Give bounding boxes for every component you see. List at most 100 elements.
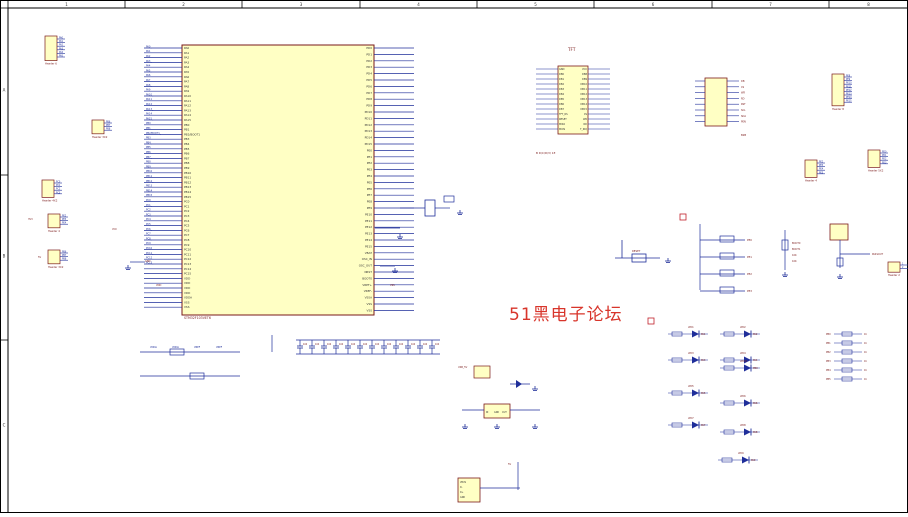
- header-net-label: 2: [902, 266, 904, 269]
- tft-pin-label: DB15: [580, 108, 587, 111]
- mcu-right-pin-label: VBAT: [365, 251, 373, 255]
- tft-pin-label: T_IRQ: [580, 128, 587, 131]
- mcu-left-pin-label: VSS: [184, 305, 190, 309]
- zone-column-label: 2: [182, 2, 185, 7]
- lcd-port-label: RST: [741, 103, 746, 106]
- crystal: [424, 199, 436, 217]
- mcu-right-pin-label: BOOT0: [362, 276, 372, 280]
- net-label: PC6_: [146, 228, 153, 231]
- net-label: PC4_: [146, 218, 153, 221]
- header-net-label: PE3: [819, 164, 824, 167]
- mcu-left-pin-label: PC3: [184, 214, 190, 218]
- resistor-value: 1K: [864, 351, 867, 354]
- mcu-right-pin-label: PE2: [367, 161, 372, 165]
- header-net-label: PC0: [56, 181, 61, 184]
- boot-label: BOOT0: [792, 242, 801, 245]
- resistor-value: 1K: [864, 360, 867, 363]
- tft-pin-label: DB3: [559, 88, 564, 91]
- resistor-net: PB0: [826, 333, 831, 336]
- mcu-left-pin-label: PB6: [184, 152, 190, 156]
- mcu-right-pin-label: PD10: [365, 110, 373, 114]
- led-ref: LED9: [738, 452, 744, 455]
- button-net: PE2: [747, 272, 752, 276]
- header-net-label: PD0: [882, 151, 887, 154]
- cap-value: 104: [423, 343, 428, 346]
- net-label: PA14_: [146, 113, 154, 116]
- mcu-right-pin-label: OSC_IN: [362, 257, 372, 261]
- tft-note: B D/C(D/3) 1E: [536, 151, 556, 155]
- header-label: Header 3X2: [92, 135, 108, 139]
- mcu-left-pin-label: PA10: [184, 94, 191, 98]
- filter-label: VREF: [216, 346, 223, 349]
- net-label: PC13_: [146, 261, 154, 264]
- lcd-port-label: SCL: [741, 109, 746, 112]
- button-net: PE1: [747, 255, 752, 259]
- mcu-left-pin-label: PC4: [184, 219, 190, 223]
- misc-net-label: VCC: [112, 228, 117, 231]
- mcu-left-pin-label: PB13: [184, 185, 191, 189]
- cap-value: 104: [315, 343, 320, 346]
- tft-pin-label: DB8: [582, 73, 587, 76]
- zone-column-label: 3: [300, 2, 303, 7]
- mcu-left-pin-label: PA3: [184, 60, 189, 64]
- isp-pin: GND: [460, 496, 465, 499]
- mcu-right-pin-label: PD13: [365, 129, 373, 133]
- net-label: PC7_: [146, 233, 153, 236]
- mcu-left-pin-label: VSS: [184, 300, 190, 304]
- isp-pin: VBUS: [460, 481, 467, 484]
- net-label: PB11_: [146, 175, 154, 178]
- header-label: Header 4: [805, 178, 817, 182]
- resistor-value: 1K: [864, 342, 867, 345]
- mcu-right-pin-label: NRST: [364, 270, 372, 274]
- led-net: PB0: [753, 367, 758, 370]
- usb-label: USB_5V: [458, 366, 468, 369]
- net-label: PB5_: [146, 146, 153, 149]
- header-net-label: PA3: [59, 47, 64, 50]
- mcu-left-pin-label: PA11: [184, 99, 191, 103]
- led-net: PA2: [753, 333, 758, 336]
- mcu-left-pin-label: PB14: [184, 190, 191, 194]
- cap-value: 104: [411, 343, 416, 346]
- mcu-right-pin-label: OSC_OUT: [359, 264, 373, 268]
- rs485-resistor: [836, 257, 844, 267]
- bank-resistor: [841, 331, 853, 337]
- led-ref: LED3: [688, 352, 694, 355]
- mcu-right-pin-label: PE4: [367, 174, 372, 178]
- regulator-chip: [483, 403, 511, 419]
- zone-column-label: 5: [534, 2, 537, 7]
- header-net-label: PE13: [846, 93, 852, 96]
- header-net-label: PB8: [62, 258, 67, 261]
- net-label: PB3_: [146, 137, 153, 140]
- mcu-right-pin-label: PE5: [367, 180, 372, 184]
- mcu-left-pin-label: PC12: [184, 257, 191, 261]
- mcu-left-pin-label: PC14: [184, 267, 191, 271]
- mcu-left-pin-label: PC0: [184, 200, 190, 204]
- tft-pin-label: DB9: [582, 78, 587, 81]
- mcu-right-pin-label: PE10: [365, 212, 372, 216]
- header-net-label: PE3: [62, 218, 67, 221]
- tft-pin-label: DB14: [580, 103, 587, 106]
- cap-value: 104: [387, 343, 392, 346]
- led-diode: [692, 421, 699, 429]
- cap-value: 104: [339, 343, 344, 346]
- mcu-right-pin-label: PD4: [366, 72, 372, 76]
- header-label: Header 4: [48, 229, 60, 233]
- ferrite-bead: [189, 372, 205, 380]
- zone-column-label: 6: [652, 2, 655, 7]
- header-net-label: PE5: [819, 171, 824, 174]
- misc-net-label: 5V: [508, 463, 512, 466]
- led-resistor: [723, 429, 735, 435]
- mcu-right-pin-label: PD0: [366, 46, 372, 50]
- regulator-pin: GND: [494, 411, 499, 414]
- tft-pin-label: DB1: [559, 78, 564, 81]
- net-label: PA9_: [146, 89, 152, 92]
- led-diode: [744, 364, 751, 372]
- lcd-port-label: RD: [741, 97, 745, 100]
- zone-row-label: C: [3, 423, 6, 428]
- header-net-label: PE12: [846, 89, 852, 92]
- lcd-port: [704, 77, 728, 127]
- led-resistor: [723, 331, 735, 337]
- led-ref: LED7: [688, 417, 694, 420]
- header-net-label: PC2: [56, 188, 61, 191]
